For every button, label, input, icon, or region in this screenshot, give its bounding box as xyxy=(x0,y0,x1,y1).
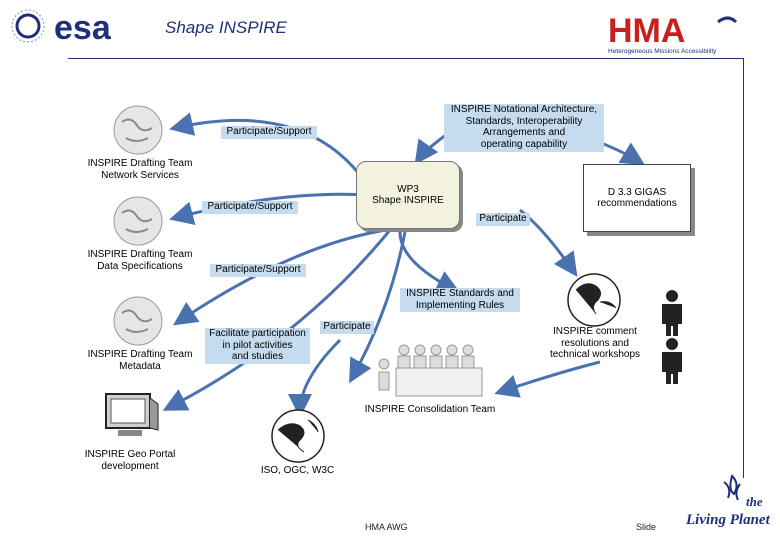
label-comment-resolutions: INSPIRE comment resolutions and technica… xyxy=(549,326,641,360)
globe-data-specifications xyxy=(108,193,168,253)
esa-logo-text: esa xyxy=(54,9,112,46)
label-metadata: INSPIRE Drafting Team Metadata xyxy=(87,349,193,372)
footer-center: HMA AWG xyxy=(365,522,408,532)
edge-label-participate-1: Participate xyxy=(476,213,530,226)
people-icon xyxy=(650,288,694,389)
footer-slide: Slide xyxy=(636,522,657,532)
edge-label-participate-support-3: Participate/Support xyxy=(210,264,306,277)
arrow-wp3-to-standards xyxy=(398,231,461,293)
edge-label-participate-2: Participate xyxy=(320,321,374,334)
pilot-box: Facilitate participation in pilot activi… xyxy=(205,328,310,364)
arrow-to-network-services xyxy=(169,112,362,176)
edge-label-participate-support-2: Participate/Support xyxy=(202,201,298,214)
arrow-to-metadata xyxy=(173,226,401,326)
living-planet-logo: the Living Planet xyxy=(685,470,776,534)
hma-logo: HMA Heterogeneous Missions Accessibility xyxy=(606,10,776,56)
wp3-box: WP3 Shape INSPIRE xyxy=(356,161,460,229)
arrow-consolidation-to-iso xyxy=(288,338,342,418)
arrow-wp3-to-consolidation xyxy=(349,231,407,384)
label-network-services: INSPIRE Drafting Team Network Services xyxy=(87,158,193,181)
frame-top-rule xyxy=(68,58,744,59)
living-planet-text: Living Planet xyxy=(686,512,771,528)
hma-subtitle: Heterogeneous Missions Accessibility xyxy=(608,48,717,55)
computer-icon xyxy=(100,390,162,447)
globe-iso xyxy=(268,408,328,469)
standards-box: INSPIRE Standards and Implementing Rules xyxy=(400,288,520,312)
esa-logo: esa xyxy=(6,6,154,47)
label-data-specifications: INSPIRE Drafting Team Data Specification… xyxy=(87,249,193,272)
frame-right-rule xyxy=(743,58,744,478)
consolidation-team-icon xyxy=(374,342,486,405)
label-iso: ISO, OGC, W3C xyxy=(260,465,335,476)
arrow-comments-to-consolidation xyxy=(494,360,601,398)
label-consolidation: INSPIRE Consolidation Team xyxy=(364,404,496,415)
edge-label-participate-support-1: Participate/Support xyxy=(221,126,317,139)
page-title: Shape INSPIRE xyxy=(165,18,287,37)
living-planet-the: the xyxy=(746,494,763,509)
notational-architecture-box: INSPIRE Notational Architecture, Standar… xyxy=(444,104,604,152)
label-geoportal: INSPIRE Geo Portal development xyxy=(84,449,176,472)
arrow-to-data-specifications xyxy=(169,192,371,225)
gigas-box: D 3.3 GIGAS recommendations xyxy=(583,164,691,232)
globe-network-services xyxy=(108,102,168,162)
hma-logo-text: HMA xyxy=(608,12,685,50)
globe-comment-resolutions xyxy=(564,272,624,333)
globe-metadata xyxy=(108,293,168,353)
